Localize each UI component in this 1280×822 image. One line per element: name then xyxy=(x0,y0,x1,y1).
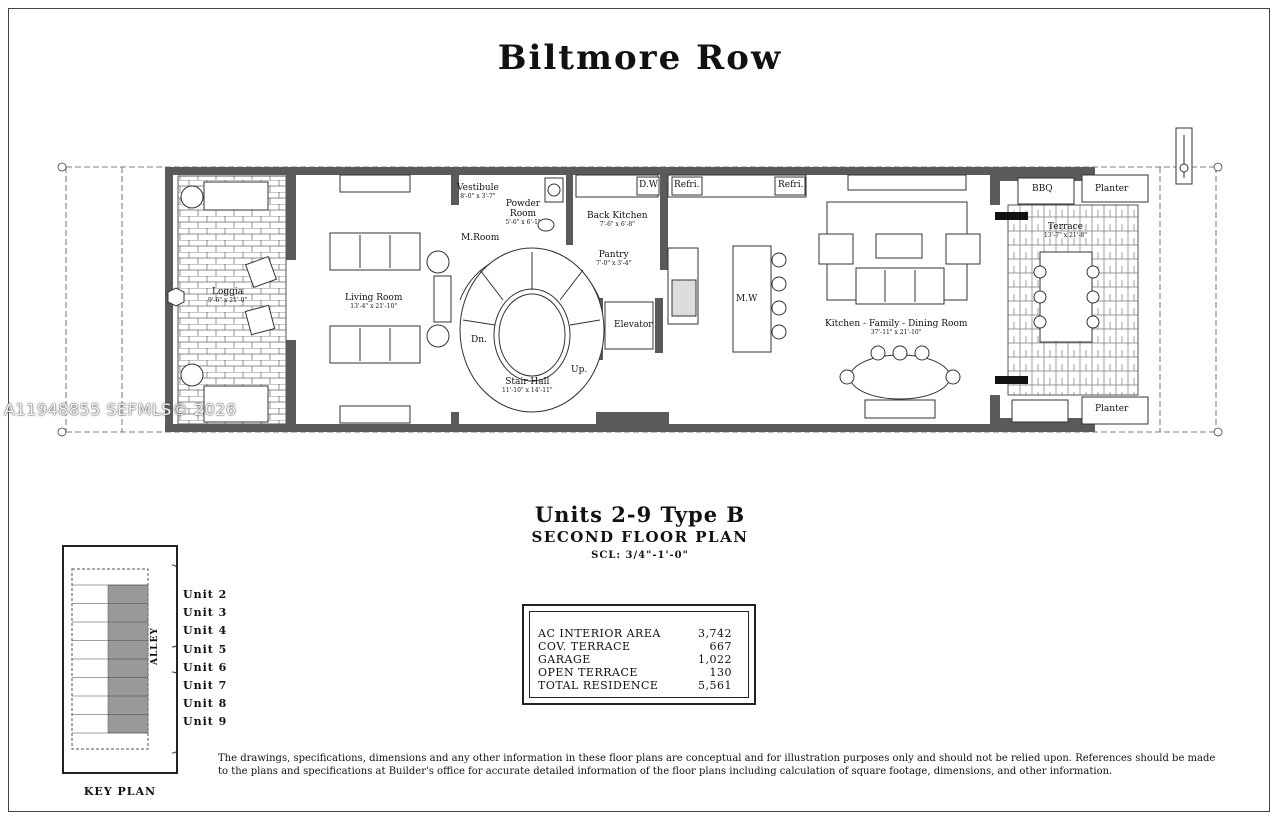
planter-label-bottom: Planter xyxy=(1095,404,1129,414)
room-label-elevator: Elevator xyxy=(614,320,653,330)
unit-label: Unit 5 xyxy=(183,642,228,656)
bar-stools xyxy=(771,252,787,340)
room-label-m-room: M.Room xyxy=(461,233,500,243)
dining-set xyxy=(839,345,961,419)
mls-watermark: A11948855 SEFMLS© 2026 xyxy=(4,400,237,419)
key-plan-box xyxy=(62,545,179,774)
unit-label: Unit 8 xyxy=(183,697,228,711)
key-plan-caption: KEY PLAN xyxy=(83,785,157,798)
scale-note: SCL: 3/4"-1'-0" xyxy=(591,550,689,561)
unit-label: Unit 3 xyxy=(183,606,228,620)
refrigerator-label-2: Refri. xyxy=(778,180,804,190)
sheet-border xyxy=(8,8,1270,812)
refrigerator-label-1: Refri. xyxy=(674,180,700,190)
dishwasher-label: D.W xyxy=(639,180,659,190)
unit-label: Unit 6 xyxy=(183,660,228,674)
unit-label: Unit 4 xyxy=(183,624,228,638)
bbq-label: BBQ xyxy=(1032,184,1053,194)
stair-down-label: Dn. xyxy=(471,335,487,345)
planter-label-top: Planter xyxy=(1095,184,1129,194)
unit-label: Unit 2 xyxy=(183,588,228,601)
key-plan-drawing xyxy=(71,564,179,754)
planters xyxy=(1081,174,1149,425)
disclaimer-text: The drawings, specifications, dimensions… xyxy=(218,753,1216,777)
unit-label: Unit 9 xyxy=(183,715,228,729)
spiral-stair xyxy=(459,247,605,413)
family-room-furniture xyxy=(818,201,981,305)
living-room-furniture xyxy=(329,174,452,424)
powder-room-fixtures xyxy=(537,177,564,232)
floor-title: SECOND FLOOR PLAN xyxy=(531,528,749,546)
stair-up-label: Up. xyxy=(571,365,588,375)
project-title: Biltmore Row xyxy=(497,38,783,78)
loggia-furniture xyxy=(167,181,278,423)
unit-label: Unit 7 xyxy=(183,678,228,692)
floor-plan-drawing xyxy=(57,127,1223,437)
elevator-shaft xyxy=(604,301,654,350)
north-arrow xyxy=(1175,127,1193,185)
key-plan-unit-list: Unit 2 Unit 3 Unit 4 Unit 5 Unit 6 Unit … xyxy=(183,586,227,732)
terrace-dining xyxy=(1011,177,1100,423)
microwave-label: M.W xyxy=(736,294,758,304)
kitchen-counters xyxy=(575,174,967,353)
grid-markers xyxy=(57,162,1223,437)
alley-label: ALLEY xyxy=(150,627,160,665)
unit-type-title: Units 2-9 Type B xyxy=(534,502,746,527)
